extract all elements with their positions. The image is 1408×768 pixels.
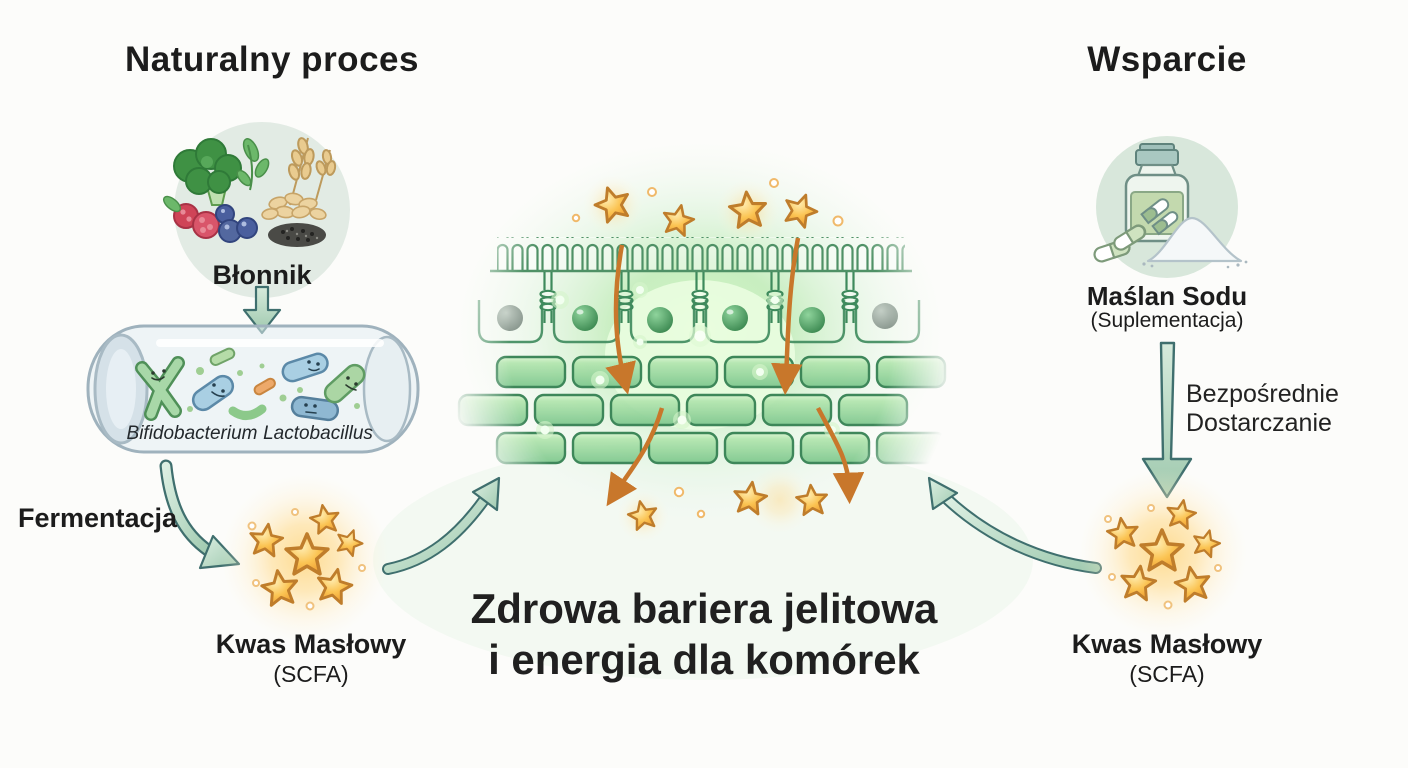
scfa-sub-right: (SCFA) [1129,661,1205,687]
scfa-stars-top [571,175,844,243]
fiber-label: Błonnik [212,260,312,290]
absorption-arrow-icon [605,237,865,507]
cell-nuclei [497,303,898,333]
scfa-label-right: Kwas Masłowy [1071,629,1263,659]
scfa-stars-left [221,474,389,642]
bacteria-icons [135,347,366,422]
supplement-label: Maślan Sodu [1086,281,1248,311]
caption-line-1: Zdrowa bariera jelitowa [470,585,938,632]
delivery-label-line1: Bezpośrednie [1186,380,1339,408]
left-column-title: Naturalny proces [125,40,419,79]
delivery-label-line2: Dostarczanie [1186,409,1332,437]
scfa-stars-right [1079,469,1247,637]
bacteria-label-lactobacillus: Lactobacillus [263,423,373,444]
fermentation-tube-icon [86,324,420,454]
bacteria-label-bifidobacterium: Bifidobacterium [126,423,258,444]
caption-line-2: i energia dla komórek [488,636,920,683]
supplement-sub-label: (Suplementacja) [1090,309,1244,332]
fermentation-label: Fermentacja [18,503,178,533]
gut-barrier-illustration [373,140,1033,680]
curved-arrow-right-to-barrier [927,476,1102,574]
scfa-stars-bottom [617,466,830,542]
microvilli-icon [497,237,905,271]
cell-rows [457,355,947,465]
barrier-sparkles [536,282,840,439]
right-column-title: Wsparcie [1087,40,1247,79]
down-arrow-icon [242,285,282,335]
scfa-label-left: Kwas Masłowy [215,629,407,659]
delivery-label: Bezpośrednie Dostarczanie [1186,380,1339,438]
scfa-sub-left: (SCFA) [273,661,349,687]
fiber-foods-icon [162,122,350,298]
curved-arrow-left-to-barrier [382,476,501,575]
supplement-bottle-icon [1093,136,1248,278]
